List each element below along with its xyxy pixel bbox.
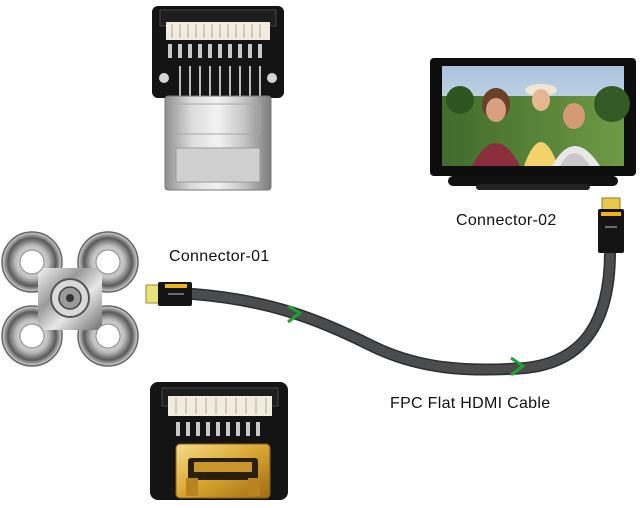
cable-label: FPC Flat HDMI Cable <box>390 395 551 412</box>
connector-02-label: Connector-02 <box>456 212 557 229</box>
micro-hdmi-fpc-adapter-top <box>152 6 284 191</box>
monitor-icon <box>430 58 636 190</box>
direction-arrow-icon <box>510 356 525 377</box>
fpc-flat-hdmi-cable <box>187 246 616 376</box>
direction-arrow-icon <box>287 304 302 324</box>
mini-hdmi-connector-icon <box>145 282 192 306</box>
hdmi-connector-icon <box>598 197 624 253</box>
cross-shaped-cable-mount-icon <box>1 231 139 367</box>
mini-hdmi-female-fpc-adapter-bottom <box>150 382 288 500</box>
connector-01-label: Connector-01 <box>169 248 270 265</box>
